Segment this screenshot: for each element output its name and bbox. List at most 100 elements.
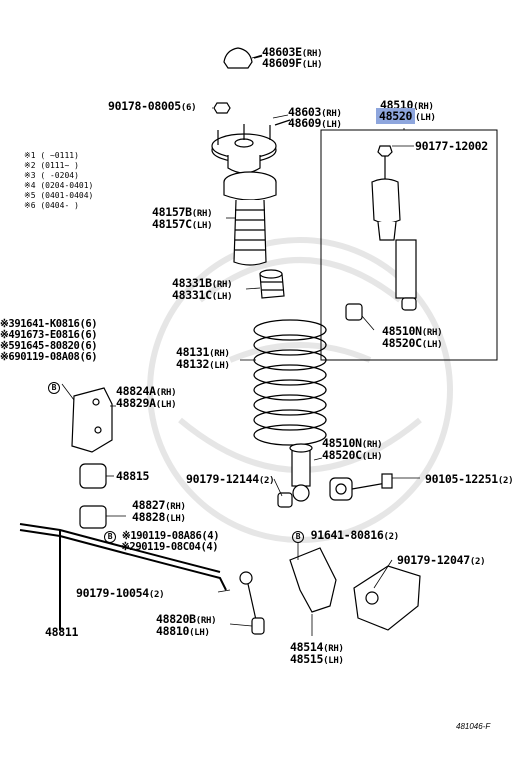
- part-number: 48820B: [156, 612, 196, 626]
- lower-shock-drawing: [277, 443, 393, 508]
- part-label-90179-12047: 90179-12047(2): [397, 554, 486, 568]
- part-label-48520C-box: 48520C(LH): [382, 336, 443, 351]
- part-number: 91641-80816: [310, 528, 384, 542]
- part-number: 48811: [45, 625, 79, 639]
- part-number: 91673-E0816: [14, 329, 80, 341]
- nut-drawing: [213, 102, 231, 114]
- part-number: 48520C: [322, 448, 362, 462]
- figure-code: 481046-F: [456, 722, 491, 731]
- legend-range: (0401-0404): [40, 191, 94, 200]
- part-label-stab-bolt-2: ※290119-08C04(4): [121, 542, 219, 553]
- part-label-48820B: 48820B(RH): [156, 612, 217, 627]
- part-number: 90179-12144: [186, 472, 259, 486]
- part-number: 90178-08005: [108, 99, 181, 113]
- part-side: (RH): [361, 440, 383, 450]
- part-side: (RH): [155, 388, 177, 398]
- legend-range: ( -0204): [40, 171, 79, 180]
- part-number: 48827: [132, 498, 166, 512]
- part-number: 48514: [290, 640, 324, 654]
- part-label-48810: 48810(LH): [156, 625, 210, 639]
- bracket-drawing: [71, 387, 113, 453]
- part-side: (2): [469, 557, 486, 567]
- part-number: 48603: [288, 105, 322, 119]
- part-number: 48603E: [262, 45, 302, 59]
- part-label-48132: 48132(LH): [176, 358, 230, 372]
- part-number: 91641-K0816: [14, 318, 80, 330]
- part-label-48603: 48603(RH): [288, 106, 342, 120]
- dust-cap-drawing: [223, 47, 263, 69]
- part-label-48811: 48811: [45, 626, 78, 638]
- part-label-48829A: 48829A(LH): [116, 396, 177, 411]
- part-label-48603E: 48603E(RH): [262, 45, 323, 60]
- ref-b-marker: B: [48, 375, 60, 394]
- part-number: 90119-08A08: [14, 351, 80, 363]
- part-number: 90119-08A86: [136, 530, 202, 542]
- part-label-48157C: 48157C(LH): [152, 218, 213, 232]
- part-label-90178-08005: 90178-08005(6): [108, 99, 197, 114]
- part-side: (6): [180, 103, 197, 113]
- variant-mark: ※3: [0, 318, 15, 330]
- part-qty: (6): [79, 329, 98, 341]
- part-label-48520[interactable]: 48520(LH): [376, 108, 436, 124]
- part-side: (LH): [301, 60, 323, 70]
- part-side: (RH): [323, 644, 344, 654]
- part-side: (2): [258, 476, 275, 486]
- variant-mark: ※4: [0, 329, 15, 341]
- part-number: 48132: [176, 357, 210, 371]
- part-label-stab-bolt-1: B ※190119-08A86(4): [104, 530, 220, 543]
- part-side: (LH): [323, 656, 344, 666]
- part-label-48510N: 48510N(RH): [322, 437, 383, 451]
- ref-b-circle: B: [292, 531, 304, 543]
- part-number: 48520C: [382, 336, 422, 350]
- part-side: (LH): [189, 628, 210, 638]
- shock-absorber-drawing: [345, 145, 417, 321]
- part-side: (LH): [321, 120, 342, 130]
- part-side: (RH): [301, 49, 323, 59]
- part-label-90105-12251: 90105-12251(2): [425, 473, 514, 487]
- part-label-left-group-3: ※591645-80820(6): [0, 340, 98, 352]
- part-side: (2): [148, 590, 165, 600]
- legend-range: (0204-0401): [40, 181, 94, 190]
- shock-absorber-box: [320, 129, 498, 361]
- legend-range: (0404- ): [40, 201, 79, 210]
- part-side: (RH): [211, 280, 233, 290]
- variant-mark: ※6: [0, 351, 15, 363]
- part-label-91641-80816: B 91641-80816(2): [292, 529, 399, 543]
- legend-row: ※5 (0401-0404): [24, 191, 93, 201]
- part-label-48824A: 48824A(RH): [116, 385, 177, 399]
- legend-range: (0111~ ): [40, 161, 79, 170]
- legend-row: ※6 (0404- ): [24, 201, 93, 211]
- part-label-90179-12144: 90179-12144(2): [186, 472, 275, 487]
- part-label-48514: 48514(RH): [290, 641, 344, 655]
- part-label-48609: 48609(LH): [288, 117, 342, 131]
- part-label-left-group-4: ※690119-08A08(6): [0, 351, 98, 363]
- part-number: 48331B: [172, 276, 212, 290]
- part-label-48815: 48815: [116, 470, 149, 482]
- part-label-48515: 48515(LH): [290, 653, 344, 667]
- part-label-48331B: 48331B(RH): [172, 276, 233, 291]
- part-label-90177-12002: 90177-12002: [415, 140, 488, 152]
- dust-boot-drawing: [223, 171, 277, 266]
- part-number: 48510N: [382, 324, 422, 338]
- bound-stopper-drawing: [259, 269, 285, 299]
- variant-mark: ※5: [0, 340, 15, 352]
- part-number: 90177-12002: [415, 139, 488, 153]
- legend-row: ※4 (0204-0401): [24, 181, 93, 191]
- part-label-48157B: 48157B(RH): [152, 206, 213, 220]
- part-qty: (6): [79, 340, 98, 352]
- part-side: (LH): [155, 400, 177, 410]
- part-number: 48828: [132, 510, 166, 524]
- part-label-left-group-2: ※491673-E0816(6): [0, 329, 98, 341]
- legend-mark: ※4: [24, 181, 36, 190]
- part-side: (LH): [361, 452, 383, 462]
- part-number-highlighted[interactable]: 48520: [376, 108, 416, 124]
- part-label-48131: 48131(RH): [176, 346, 230, 360]
- part-side: (LH): [421, 340, 443, 350]
- part-side: (RH): [195, 616, 217, 626]
- stabilizer-link-drawing: [239, 571, 265, 635]
- part-number: 48829A: [116, 396, 156, 410]
- part-side: (RH): [209, 349, 230, 359]
- ref-b-circle: B: [104, 531, 116, 543]
- leader-lines: [61, 54, 420, 636]
